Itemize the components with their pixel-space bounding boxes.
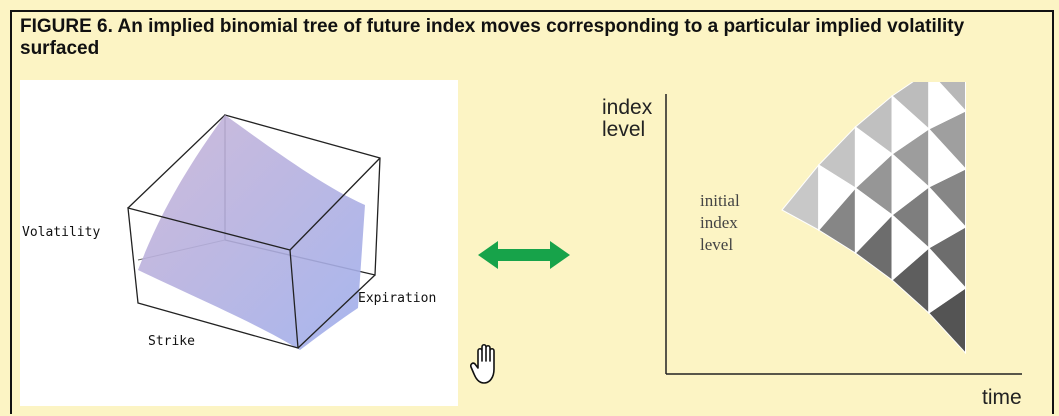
initial-index-label: index — [700, 213, 738, 232]
y-axis-label: index — [602, 96, 653, 119]
tree-cell — [854, 187, 893, 255]
expiration-axis-label: Expiration — [358, 291, 436, 306]
box-front-edge — [289, 157, 381, 251]
tree-cell — [928, 127, 967, 188]
tree-cell — [928, 246, 967, 314]
initial-index-label: level — [700, 235, 733, 254]
box-front-edge — [297, 274, 376, 349]
tree-cell — [781, 163, 820, 231]
initial-index-label: initial — [700, 191, 740, 210]
volatility-surface-panel: Volatility Strike Expiration — [20, 80, 458, 406]
tree-cell — [891, 94, 930, 155]
tree-cell — [818, 164, 857, 232]
volatility-surface-plot: Volatility Strike Expiration — [22, 114, 436, 350]
hand-cursor-icon — [470, 343, 495, 384]
double-arrow-icon — [478, 241, 570, 269]
tree-cell — [928, 82, 967, 130]
lattice-edge-mask — [972, 82, 1030, 372]
tree-cell — [928, 185, 967, 249]
binomial-tree-diagram: index level time initial index level — [602, 82, 1030, 409]
strike-axis-label: Strike — [148, 334, 195, 349]
x-axis-label: time — [982, 386, 1022, 409]
figure-caption: FIGURE 6. An implied binomial tree of fu… — [20, 16, 965, 59]
volatility-surface — [138, 115, 365, 350]
volatility-axis-label: Volatility — [22, 225, 100, 240]
tree-cell — [891, 152, 930, 217]
binomial-tree-lattice — [781, 82, 1030, 372]
y-axis-label: level — [602, 118, 645, 141]
tree-cell — [891, 213, 930, 282]
tree-cell — [854, 126, 893, 190]
box-back-edge — [127, 114, 226, 209]
